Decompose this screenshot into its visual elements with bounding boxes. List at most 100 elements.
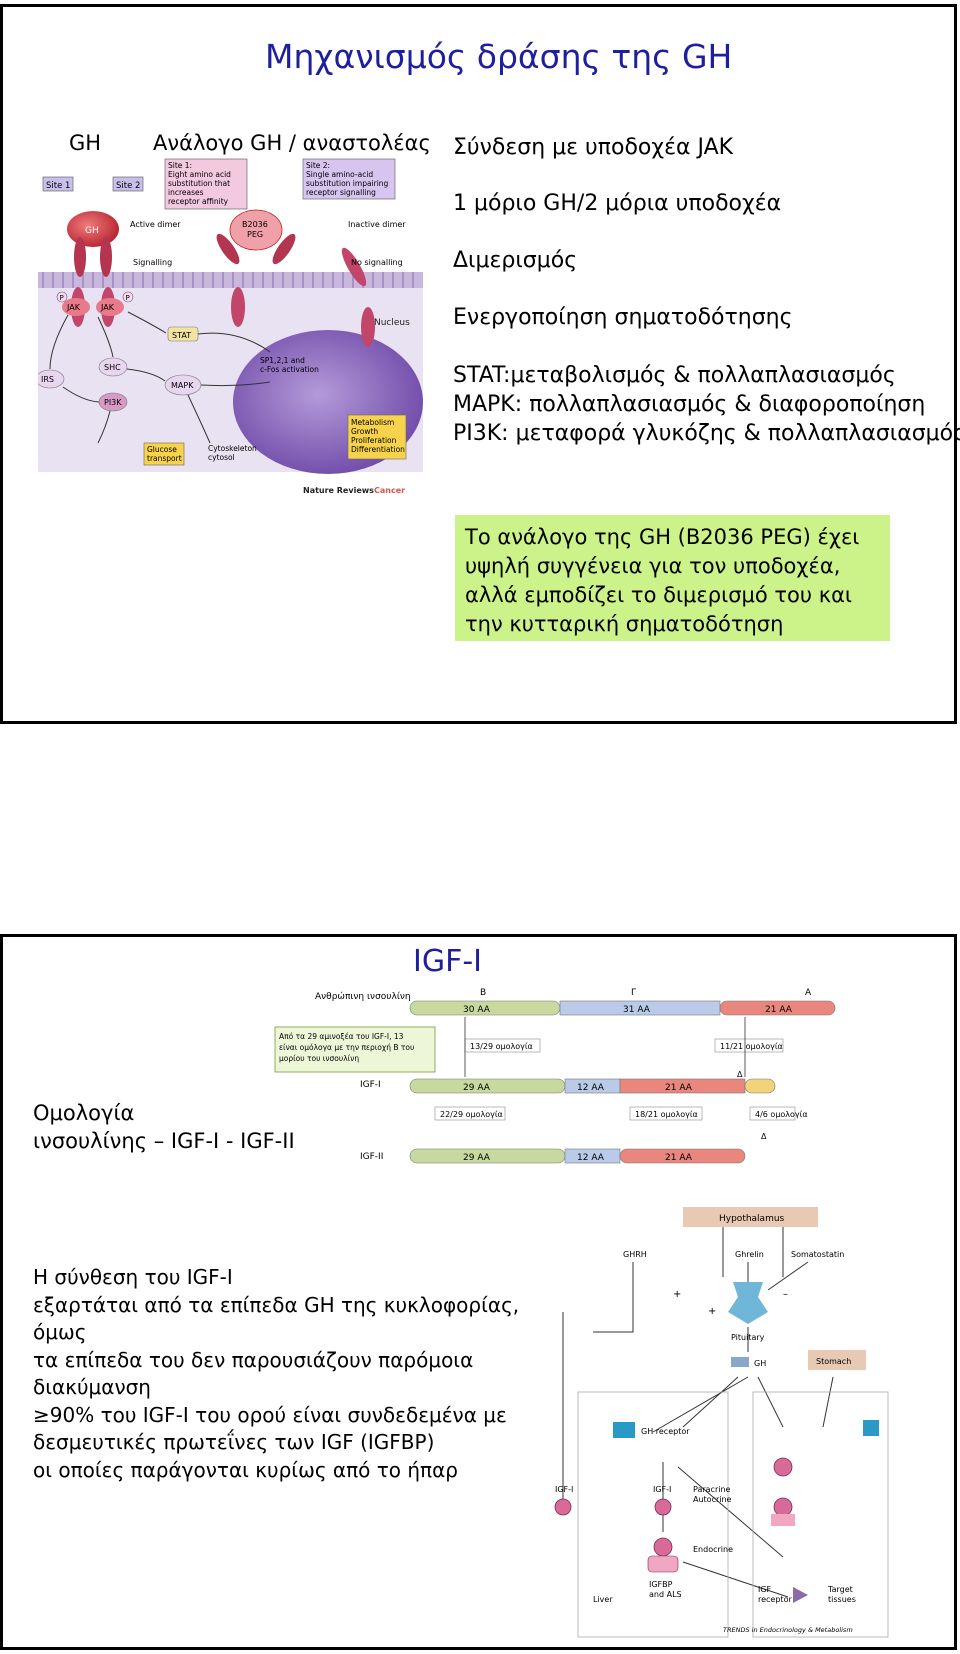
target-igf1-circle-2: [773, 1497, 793, 1517]
mapk-label: MAPK: [171, 381, 194, 390]
effects-box: [347, 414, 407, 460]
endocrine-label: Endocrine: [693, 1545, 733, 1554]
igf2-a-aa: 21 AA: [665, 1153, 693, 1163]
igf1-c-aa: 12 AA: [577, 1083, 605, 1093]
serum-igf1-label: IGF-I: [555, 1485, 573, 1494]
target-igf1-circle-1: [773, 1457, 793, 1477]
stat-label: STAT: [172, 331, 191, 340]
line-7: PI3K: μεταφορά γλυκόζης & πολλαπλασιασμό…: [453, 421, 960, 446]
site2-box: [302, 158, 396, 200]
insulin-a-aa: 21 AA: [765, 1005, 793, 1015]
b2036-label: B2036: [242, 220, 268, 229]
igf2-c-aa: 12 AA: [577, 1153, 605, 1163]
line-1: Σύνδεση με υποδοχέα JAK: [453, 135, 734, 160]
homology-note-text: Από τα 29 αμινοξέα του IGF-I, 13 είναι ο…: [279, 1032, 417, 1063]
line-3: Διμερισμός: [453, 248, 578, 273]
line-6: MAPK: πολλαπλασιασμός & διαφοροποίηση: [453, 392, 926, 417]
paracrine-label: Paracrine Autocrine: [693, 1485, 733, 1504]
hypothalamus-box: [683, 1207, 818, 1227]
region-b-label: B: [480, 988, 486, 998]
slide2-title: IGF-I: [413, 944, 483, 979]
stomach-box: [808, 1350, 866, 1370]
homology-22-29: 22/29 ομολογία: [440, 1110, 503, 1119]
igfbp-label: IGFBP and ALS: [649, 1580, 682, 1599]
igf-receptor-label: IGF receptor: [758, 1585, 792, 1604]
synthesis-line-2: εξαρτάται από τα επίπεδα GH της κυκλοφορ…: [33, 1293, 520, 1317]
target-panel: [752, 1391, 889, 1638]
delta-2: Δ: [761, 1132, 767, 1141]
gh-receptor-label: GH receptor: [641, 1427, 690, 1436]
delta-1: Δ: [737, 1070, 743, 1079]
minus-1: –: [783, 1289, 788, 1300]
igfbp-igf1-circle: [653, 1537, 673, 1557]
synthesis-line-5: διακύμανση: [33, 1375, 151, 1399]
shc-label: SHC: [104, 363, 121, 372]
slide-gh-mechanism: Μηχανισμός δράσης της GH GH Ανάλογο GH /…: [0, 4, 960, 724]
gh-signalling-figure: Nucleus Site 1 Site 2 Site 1: Eight amin…: [38, 158, 423, 495]
cytoskeleton-text: Cytoskeleton cytosol: [208, 444, 259, 462]
liver-igf1-label: IGF-I: [653, 1485, 671, 1494]
site2-label: Site 2: [116, 181, 140, 191]
b2036-peg-molecule: [229, 209, 283, 251]
cell-membrane: [38, 272, 423, 288]
homology-18-21: 18/21 ομολογία: [635, 1110, 698, 1119]
line-2: 1 μόριο GH/2 μόρια υποδοχέα: [453, 191, 782, 216]
ghrelin-label: Ghrelin: [735, 1250, 764, 1259]
p-1: P: [60, 294, 64, 302]
ghrh-label: GHRH: [623, 1250, 647, 1259]
gh-label: GH: [754, 1359, 766, 1368]
gh-column-label: GH: [69, 131, 102, 155]
site2-box-text: Site 2: Single amino-acid substitution i…: [306, 161, 391, 197]
homology-11-21: 11/21 ομολογία: [720, 1042, 783, 1051]
synthesis-line-4: τα επίπεδα του δεν παρουσιάζουν παρόμοια: [33, 1348, 474, 1372]
synthesis-line-7: δεσμευτικές πρωτεΐνες των IGF (IGFBP): [33, 1430, 435, 1454]
homology-line-1: Ομολογία: [33, 1101, 135, 1125]
source-cancer: Cancer: [374, 486, 405, 495]
igfbp-shape: [647, 1555, 679, 1573]
synthesis-line-8: οι οποίες παράγονται κυρίως από το ήπαρ: [33, 1458, 458, 1482]
gh-igf-axis-diagram: Hypothalamus GHRH Ghrelin Somatostatin P…: [554, 1207, 889, 1638]
liver-label: Liver: [593, 1595, 613, 1604]
slide1-title: Μηχανισμός δράσης της GH: [265, 37, 733, 76]
plus-1: +: [673, 1289, 681, 1300]
igf1-b-aa: 29 AA: [463, 1083, 491, 1093]
insulin-b-aa: 30 AA: [463, 1005, 491, 1015]
analog-note-box: Το ανάλογο της GH (B2036 PEG) έχει υψηλή…: [455, 515, 890, 641]
pi3k-label: PI3K: [104, 398, 122, 407]
liver-panel: [577, 1391, 729, 1638]
slide-igf-i: IGF-I Ανθρώπινη ινσουλίνη B Γ A 30 AA 31…: [0, 934, 957, 1650]
target-tissues-label: Target tissues: [827, 1585, 856, 1604]
target-receptor-shape: [771, 1514, 795, 1526]
no-signalling-label: No signalling: [351, 258, 403, 267]
homology-4-6: 4/6 ομολογία: [755, 1110, 808, 1119]
serum-igf1-circle: [554, 1498, 572, 1516]
line-5: STAT:μεταβολισμός & πολλαπλασιασμός: [453, 363, 896, 388]
sp-activation-text: SP1,2,1 and c-Fos activation: [260, 356, 319, 374]
insulin-igf-homology-diagram: Ανθρώπινη ινσουλίνη B Γ A 30 AA 31 AA 21…: [274, 988, 836, 1164]
igf-receptor-shape: [793, 1587, 808, 1603]
somatostatin-label: Somatostatin: [791, 1250, 844, 1259]
site1-label: Site 1: [46, 181, 70, 191]
p-2: P: [126, 294, 130, 302]
synthesis-line-3: όμως: [33, 1320, 87, 1344]
note-line-2: υψηλή συγγένεια για τον υποδοχέα,: [465, 554, 841, 578]
gh-molecule-label: GH: [85, 226, 99, 236]
gh-receptor-shape: [613, 1422, 635, 1438]
synthesis-line-1: Η σύνθεση του IGF-I: [33, 1265, 233, 1289]
insulin-label: Ανθρώπινη ινσουλίνη: [315, 991, 411, 1002]
glucose-text: Glucose transport: [147, 445, 182, 463]
jak-1-label: JAK: [66, 303, 81, 312]
glucose-box: [143, 442, 185, 466]
pituitary-shape: [728, 1282, 768, 1324]
liver-igf1-circle: [654, 1498, 672, 1516]
igf2-bar-label: IGF-II: [360, 1152, 383, 1162]
region-a-label: A: [805, 988, 812, 998]
plus-2: +: [708, 1306, 716, 1317]
peg-label: PEG: [247, 230, 263, 239]
pituitary-label: Pituitary: [731, 1333, 765, 1342]
active-dimer-label: Active dimer: [130, 220, 181, 229]
effects-text: Metabolism Growth Proliferation Differen…: [351, 418, 405, 454]
gh-bar: [731, 1357, 749, 1367]
site1-box-text: Site 1: Eight amino acid substitution th…: [168, 161, 233, 206]
homology-line-2: ινσουλίνης – IGF-I - IGF-II: [33, 1129, 295, 1153]
